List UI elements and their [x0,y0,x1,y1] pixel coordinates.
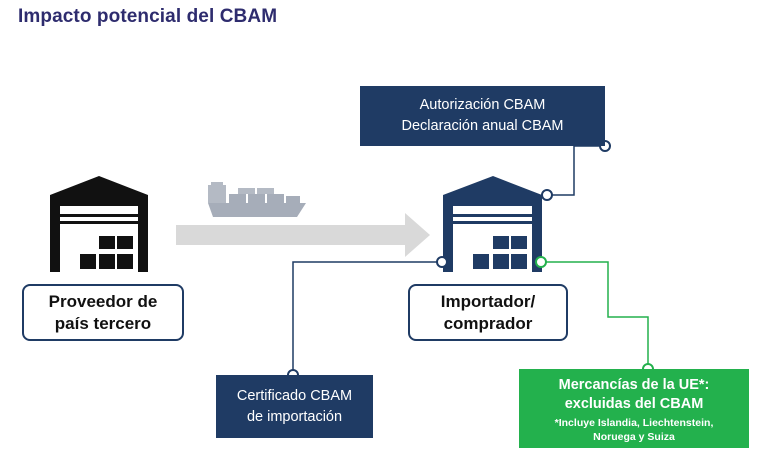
supplier-line2: país tercero [54,313,152,333]
warehouse-icon [50,176,148,272]
authorization-line1: Autorización CBAM [419,97,546,113]
dot-importer-right [535,256,547,268]
importer-box: Importador/ comprador [408,284,568,341]
connector-authorization [547,145,605,196]
connector-certificate [292,261,442,375]
excluded-line2: excluidas del CBAM [564,395,704,412]
page-title: Impacto potencial del CBAM [18,6,278,27]
supplier-box: Proveedor de país tercero [22,284,184,341]
excluded-goods-box: Mercancías de la UE*: excluidas del CBAM… [519,369,749,448]
dot-importer-top [541,189,553,201]
supplier-line1: Proveedor de [48,291,158,311]
certificate-box: Certificado CBAM de importación [216,375,373,438]
warehouse-icon [443,176,542,272]
container-ship-icon [208,182,306,217]
importer-line2: comprador [443,313,533,333]
connector-excluded [541,261,649,369]
right-arrow-icon [176,213,430,257]
authorization-box: Autorización CBAM Declaración anual CBAM [360,86,605,146]
dot-importer-left [436,256,448,268]
connector-dots [287,140,654,381]
excluded-note1: *Incluye Islandia, Liechtenstein, [554,416,714,429]
excluded-line1: Mercancías de la UE*: [558,376,710,393]
importer-line1: Importador/ [440,291,536,311]
certificate-line1: Certificado CBAM [236,387,353,404]
connector-lines [292,145,649,375]
excluded-note2: Noruega y Suiza [593,430,675,443]
certificate-line2: de importación [246,408,343,425]
authorization-line2: Declaración anual CBAM [401,118,564,134]
